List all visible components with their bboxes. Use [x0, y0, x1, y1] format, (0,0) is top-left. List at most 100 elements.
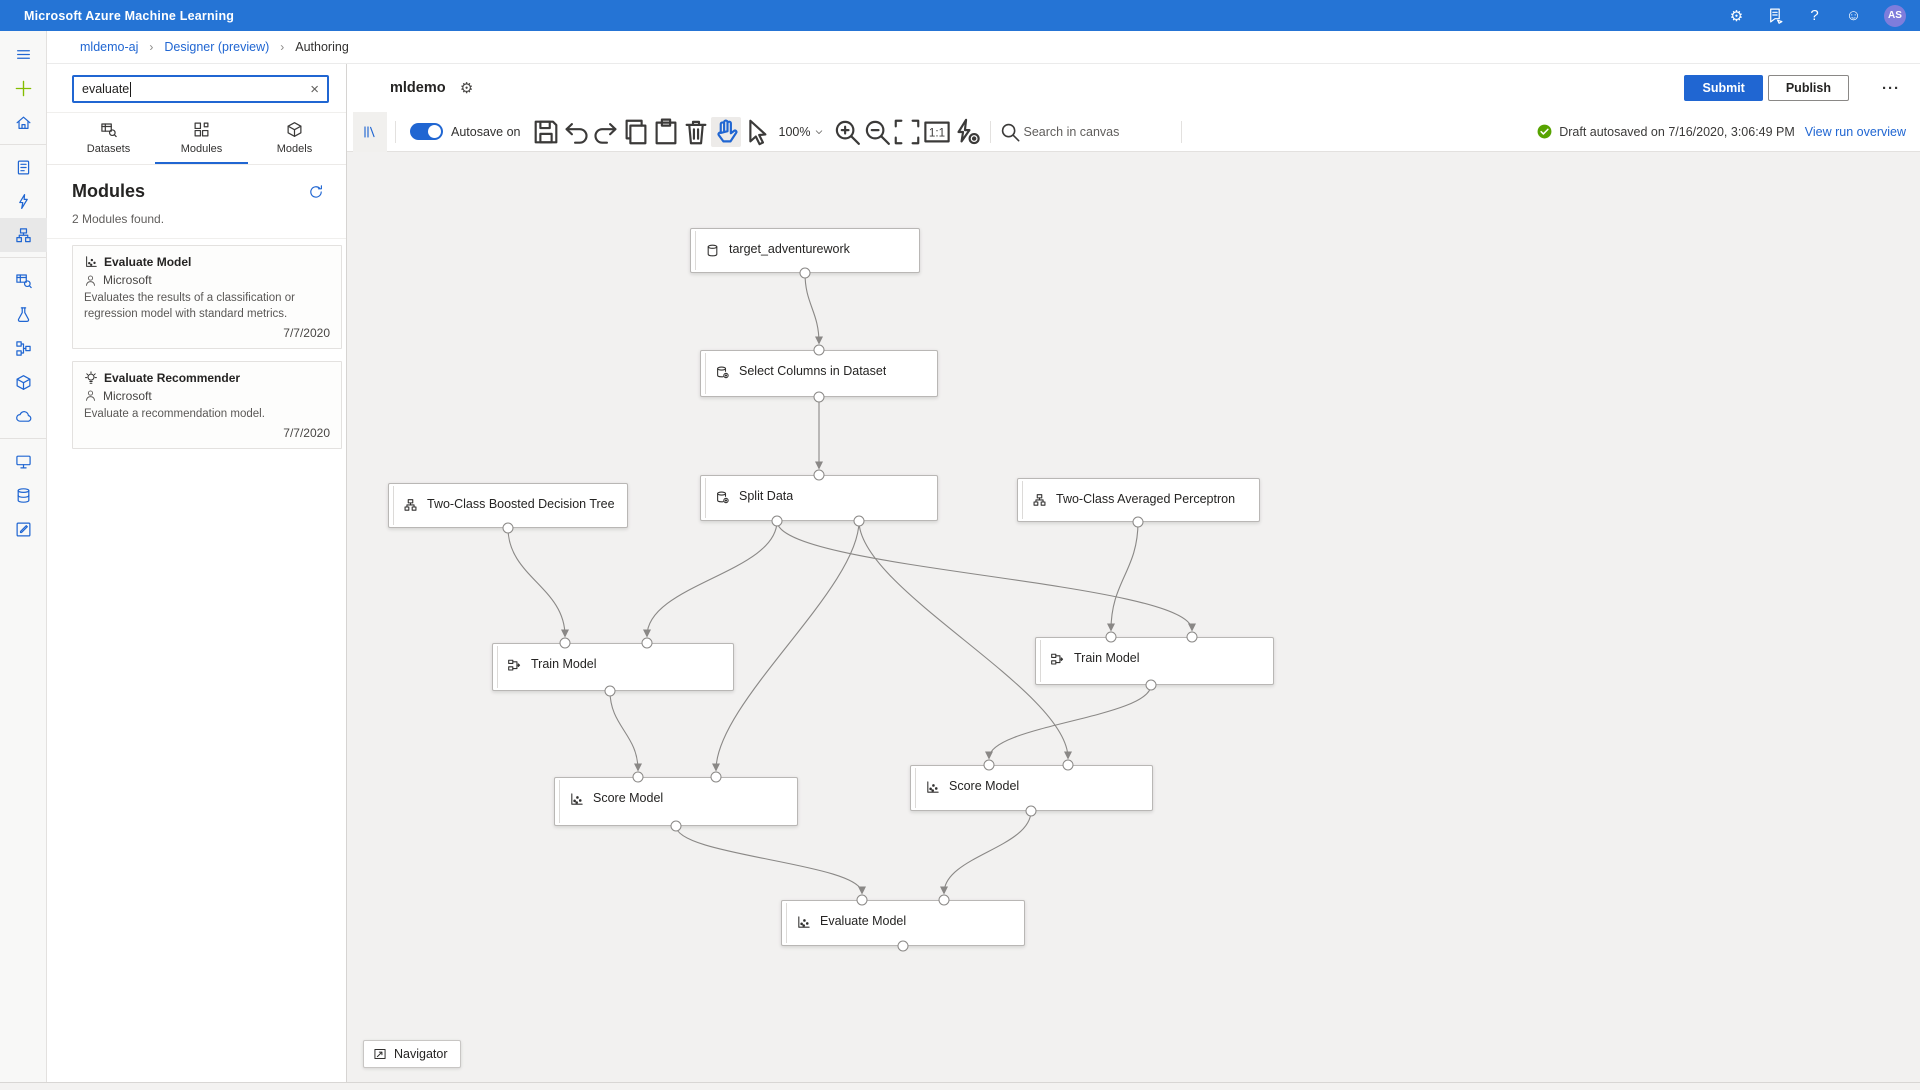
node-label: Split Data: [739, 489, 794, 503]
input-port-scoreR-0[interactable]: [983, 759, 995, 771]
output-port-scoreR-0[interactable]: [1025, 805, 1037, 817]
node-label: Score Model: [949, 779, 1020, 793]
svg-text:1:1: 1:1: [929, 126, 945, 139]
output-port-selectcols-0[interactable]: [813, 391, 825, 403]
breadcrumb-item-1[interactable]: Designer (preview): [164, 40, 270, 54]
gear-icon[interactable]: ⚙: [1729, 7, 1744, 25]
output-port-split-0[interactable]: [771, 515, 783, 527]
pipelines-icon: [15, 340, 32, 357]
tab-models[interactable]: Models: [248, 113, 341, 164]
node-scoreR[interactable]: Score Model: [910, 765, 1153, 811]
zoom-level-dropdown[interactable]: 100%: [779, 125, 825, 139]
edge-scoreL-to-evaluate: [675, 825, 867, 895]
input-port-selectcols-0[interactable]: [813, 344, 825, 356]
rail-item-datasets[interactable]: [0, 263, 47, 297]
edge-split-to-trainR: [776, 520, 1197, 632]
rail-item-new-plus[interactable]: [0, 71, 47, 105]
more-options-icon[interactable]: ···: [1882, 79, 1900, 97]
input-port-scoreL-1[interactable]: [710, 771, 722, 783]
database-gear-icon: [715, 365, 730, 380]
output-port-split-1[interactable]: [853, 515, 865, 527]
window-bottom-scrollbar[interactable]: [0, 1082, 1920, 1090]
paste-icon[interactable]: [651, 117, 681, 147]
node-scoreL[interactable]: Score Model: [554, 777, 798, 826]
help-icon[interactable]: ?: [1810, 7, 1819, 24]
search-icon: [999, 117, 1021, 147]
library-icon: [362, 124, 378, 140]
module-description: Evaluate a recommendation model.: [84, 407, 265, 420]
rail-item-automl[interactable]: [0, 184, 47, 218]
node-selectcols[interactable]: Select Columns in Dataset: [700, 350, 938, 397]
output-port-btree-0[interactable]: [502, 522, 514, 534]
rail-item-menu[interactable]: [0, 37, 47, 71]
rail-item-notebooks[interactable]: [0, 150, 47, 184]
zoom-out-icon[interactable]: [862, 117, 892, 147]
output-port-trainL-0[interactable]: [604, 685, 616, 697]
pan-hand-icon[interactable]: [710, 116, 741, 147]
node-trainR[interactable]: Train Model: [1035, 637, 1274, 685]
output-port-evaluate-0[interactable]: [897, 940, 909, 952]
node-perceptron[interactable]: Two-Class Averaged Perceptron: [1017, 478, 1260, 522]
publish-button[interactable]: Publish: [1767, 75, 1849, 101]
rail-item-home[interactable]: [0, 105, 47, 139]
node-evaluate[interactable]: Evaluate Model: [781, 900, 1025, 946]
clear-search-icon[interactable]: ×: [310, 80, 319, 98]
search-input[interactable]: evaluate ×: [72, 75, 329, 103]
tab-label: Models: [276, 143, 313, 155]
rail-item-experiments[interactable]: [0, 297, 47, 331]
input-port-trainL-0[interactable]: [559, 637, 571, 649]
save-icon[interactable]: [531, 117, 561, 147]
select-pointer-icon[interactable]: [741, 117, 771, 147]
output-port-scoreL-0[interactable]: [670, 820, 682, 832]
autosave-toggle[interactable]: [410, 123, 443, 140]
rail-item-endpoints[interactable]: [0, 399, 47, 433]
rail-item-datastores[interactable]: [0, 478, 47, 512]
input-port-trainR-1[interactable]: [1186, 631, 1198, 643]
breadcrumb-item-0[interactable]: mldemo-aj: [80, 40, 139, 54]
copy-icon[interactable]: [621, 117, 651, 147]
node-trainL[interactable]: Train Model: [492, 643, 734, 691]
redo-icon[interactable]: [591, 117, 621, 147]
notebooks-icon: [15, 159, 32, 176]
input-port-evaluate-0[interactable]: [856, 894, 868, 906]
zoom-in-icon[interactable]: [832, 117, 862, 147]
module-author: Microsoft: [103, 388, 152, 403]
output-port-perceptron-0[interactable]: [1132, 516, 1144, 528]
rail-item-labeling[interactable]: [0, 512, 47, 546]
output-port-trainR-0[interactable]: [1145, 679, 1157, 691]
actual-size-icon[interactable]: 1:1: [922, 117, 952, 147]
view-run-overview-link[interactable]: View run overview: [1804, 124, 1906, 139]
refresh-icon[interactable]: [308, 184, 324, 200]
feedback-icon[interactable]: [1767, 7, 1784, 24]
module-palette-toggle-icon[interactable]: [353, 111, 387, 152]
input-port-evaluate-1[interactable]: [938, 894, 950, 906]
node-split[interactable]: Split Data: [700, 475, 938, 521]
submit-button[interactable]: Submit: [1684, 75, 1763, 101]
smiley-icon[interactable]: ☺: [1845, 7, 1862, 24]
undo-icon[interactable]: [561, 117, 591, 147]
node-btree[interactable]: Two-Class Boosted Decision Tree: [388, 483, 628, 528]
output-port-target-0[interactable]: [799, 267, 811, 279]
tab-datasets[interactable]: Datasets: [62, 113, 155, 164]
input-port-scoreR-1[interactable]: [1062, 759, 1074, 771]
avatar[interactable]: AS: [1884, 4, 1906, 27]
fit-to-screen-icon[interactable]: [892, 117, 922, 147]
delete-icon[interactable]: [681, 117, 711, 147]
input-port-scoreL-0[interactable]: [632, 771, 644, 783]
navigator-button[interactable]: Navigator: [363, 1040, 461, 1068]
pipeline-settings-gear-icon[interactable]: ⚙: [459, 80, 474, 97]
rail-item-pipelines[interactable]: [0, 331, 47, 365]
input-port-trainL-1[interactable]: [641, 637, 653, 649]
input-port-split-0[interactable]: [813, 469, 825, 481]
input-port-trainR-0[interactable]: [1105, 631, 1117, 643]
graph-settings-icon[interactable]: [952, 117, 982, 147]
node-target[interactable]: target_adventurework: [690, 228, 920, 273]
tab-modules[interactable]: Modules: [155, 113, 248, 164]
canvas-search-input[interactable]: Search in canvas: [1023, 124, 1120, 139]
rail-item-models[interactable]: [0, 365, 47, 399]
rail-item-designer[interactable]: [0, 218, 47, 252]
rail-item-compute[interactable]: [0, 444, 47, 478]
